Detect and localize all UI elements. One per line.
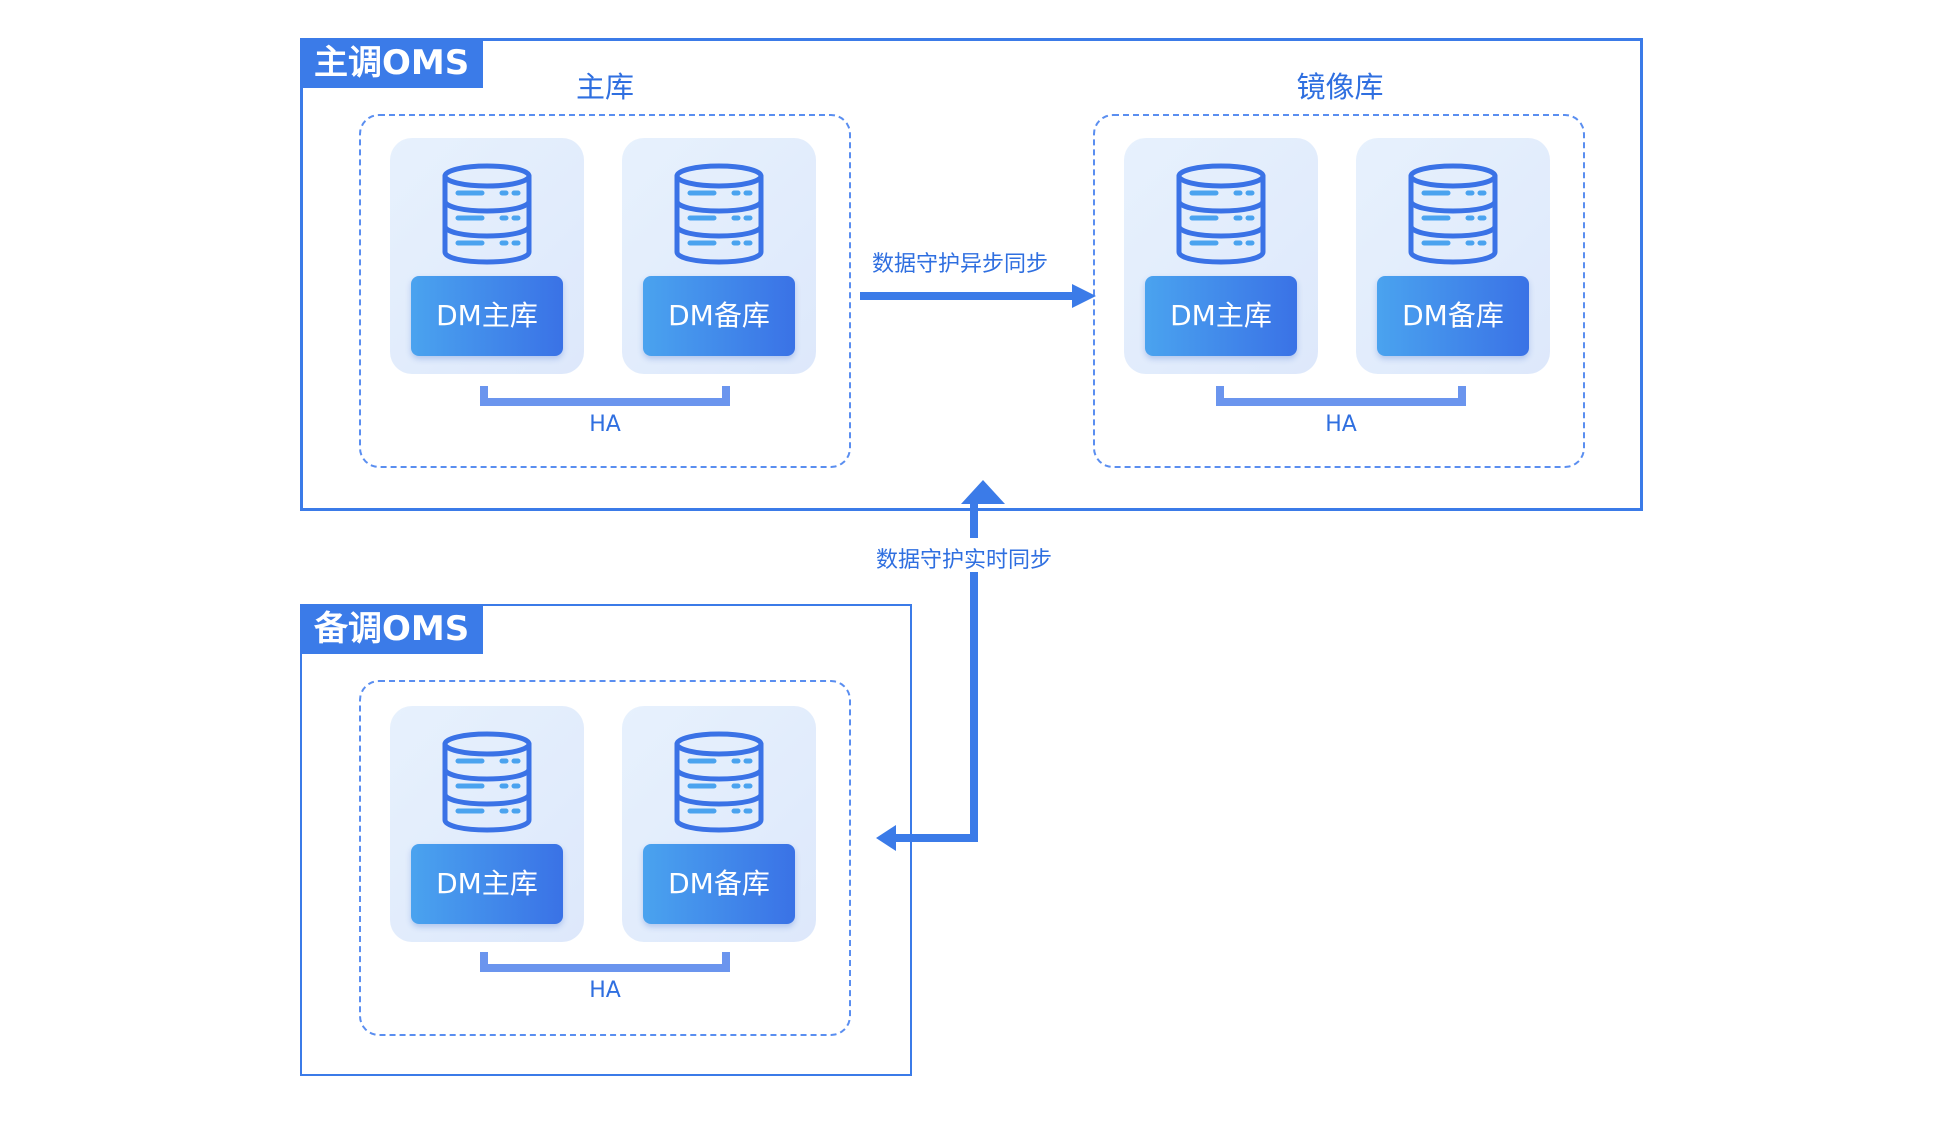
ha-label: HA xyxy=(589,412,621,437)
standby-standby-card: DM备库 xyxy=(622,706,816,942)
realtime-sync-arrow xyxy=(876,480,1005,851)
mirror-primary-card: DM主库 xyxy=(1124,138,1318,374)
mirror-group-box xyxy=(1093,114,1585,468)
db-label: DM备库 xyxy=(1377,276,1529,356)
database-icon xyxy=(442,163,532,265)
standby-primary-card: DM主库 xyxy=(390,706,584,942)
main-group-box xyxy=(359,114,851,468)
db-label: DM主库 xyxy=(1145,276,1297,356)
main-group-title: 主库 xyxy=(575,70,634,104)
main-standby-card: DM备库 xyxy=(622,138,816,374)
standby-oms-title: 备调OMS xyxy=(300,604,484,654)
db-label: DM主库 xyxy=(411,844,563,924)
realtime-sync-label: 数据守护实时同步 xyxy=(876,548,1053,573)
ha-bracket xyxy=(480,952,730,972)
ha-bracket xyxy=(480,386,730,406)
db-label: DM备库 xyxy=(643,844,795,924)
ha-label: HA xyxy=(1325,412,1357,437)
mirror-standby-card: DM备库 xyxy=(1356,138,1550,374)
standby-group-box xyxy=(359,680,851,1036)
primary-oms-title: 主调OMS xyxy=(300,38,484,88)
database-icon xyxy=(674,163,764,265)
database-icon xyxy=(442,731,532,833)
ha-label: HA xyxy=(589,978,621,1003)
db-label: DM备库 xyxy=(643,276,795,356)
mirror-group-title: 镜像库 xyxy=(1296,70,1384,104)
database-icon xyxy=(1408,163,1498,265)
ha-bracket xyxy=(1216,386,1466,406)
database-icon xyxy=(674,731,764,833)
async-sync-arrow xyxy=(860,284,1096,308)
db-label: DM主库 xyxy=(411,276,563,356)
database-icon xyxy=(1176,163,1266,265)
async-sync-label: 数据守护异步同步 xyxy=(872,252,1049,277)
main-primary-card: DM主库 xyxy=(390,138,584,374)
